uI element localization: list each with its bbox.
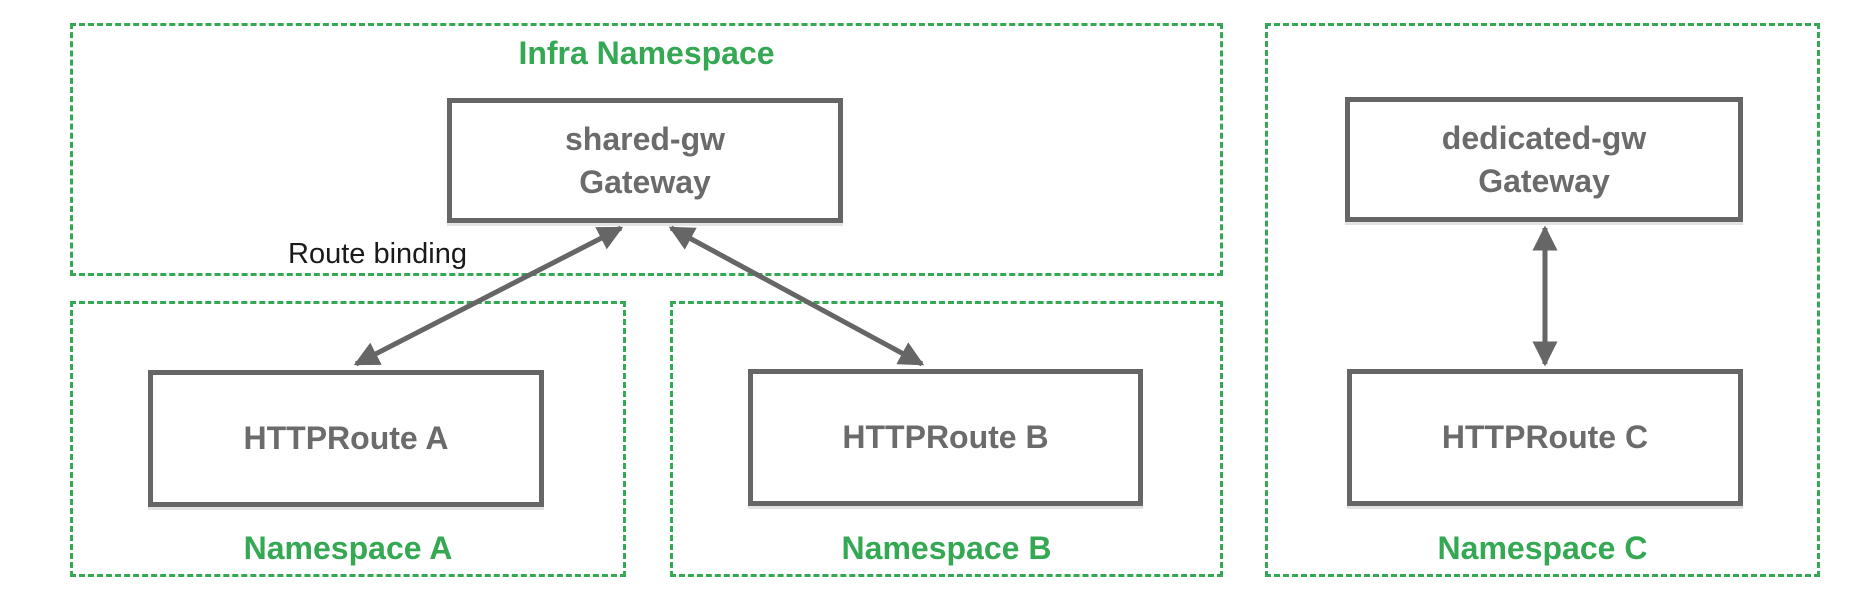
httproute-c-node: HTTPRoute C	[1347, 369, 1743, 506]
dedicated-gw-name: dedicated-gw	[1441, 119, 1647, 156]
shared-gw-kind: Gateway	[579, 163, 711, 200]
httproute-c-label: HTTPRoute C	[1441, 419, 1649, 455]
namespace-c-box: Namespace C	[1265, 23, 1820, 577]
httproute-a-node: HTTPRoute A	[148, 370, 544, 507]
route-binding-label: Route binding	[288, 238, 467, 270]
dedicated-gw-kind: Gateway	[1478, 162, 1610, 199]
dedicated-gw-gateway-node: dedicated-gw Gateway	[1345, 97, 1743, 222]
httproute-b-label: HTTPRoute B	[842, 419, 1049, 455]
shared-gw-gateway-node: shared-gw Gateway	[447, 98, 843, 223]
namespace-a-label: Namespace A	[243, 530, 453, 566]
httproute-a-label: HTTPRoute A	[243, 420, 449, 456]
httproute-b-node: HTTPRoute B	[748, 369, 1143, 506]
infra-namespace-label: Infra Namespace	[518, 35, 775, 71]
namespace-c-label: Namespace C	[1437, 530, 1648, 566]
shared-gw-name: shared-gw	[564, 120, 726, 157]
infra-namespace-box: Infra Namespace	[70, 23, 1223, 276]
namespace-a-box: Namespace A	[70, 301, 626, 577]
namespace-b-label: Namespace B	[841, 530, 1052, 566]
namespace-b-box: Namespace B	[670, 301, 1223, 577]
